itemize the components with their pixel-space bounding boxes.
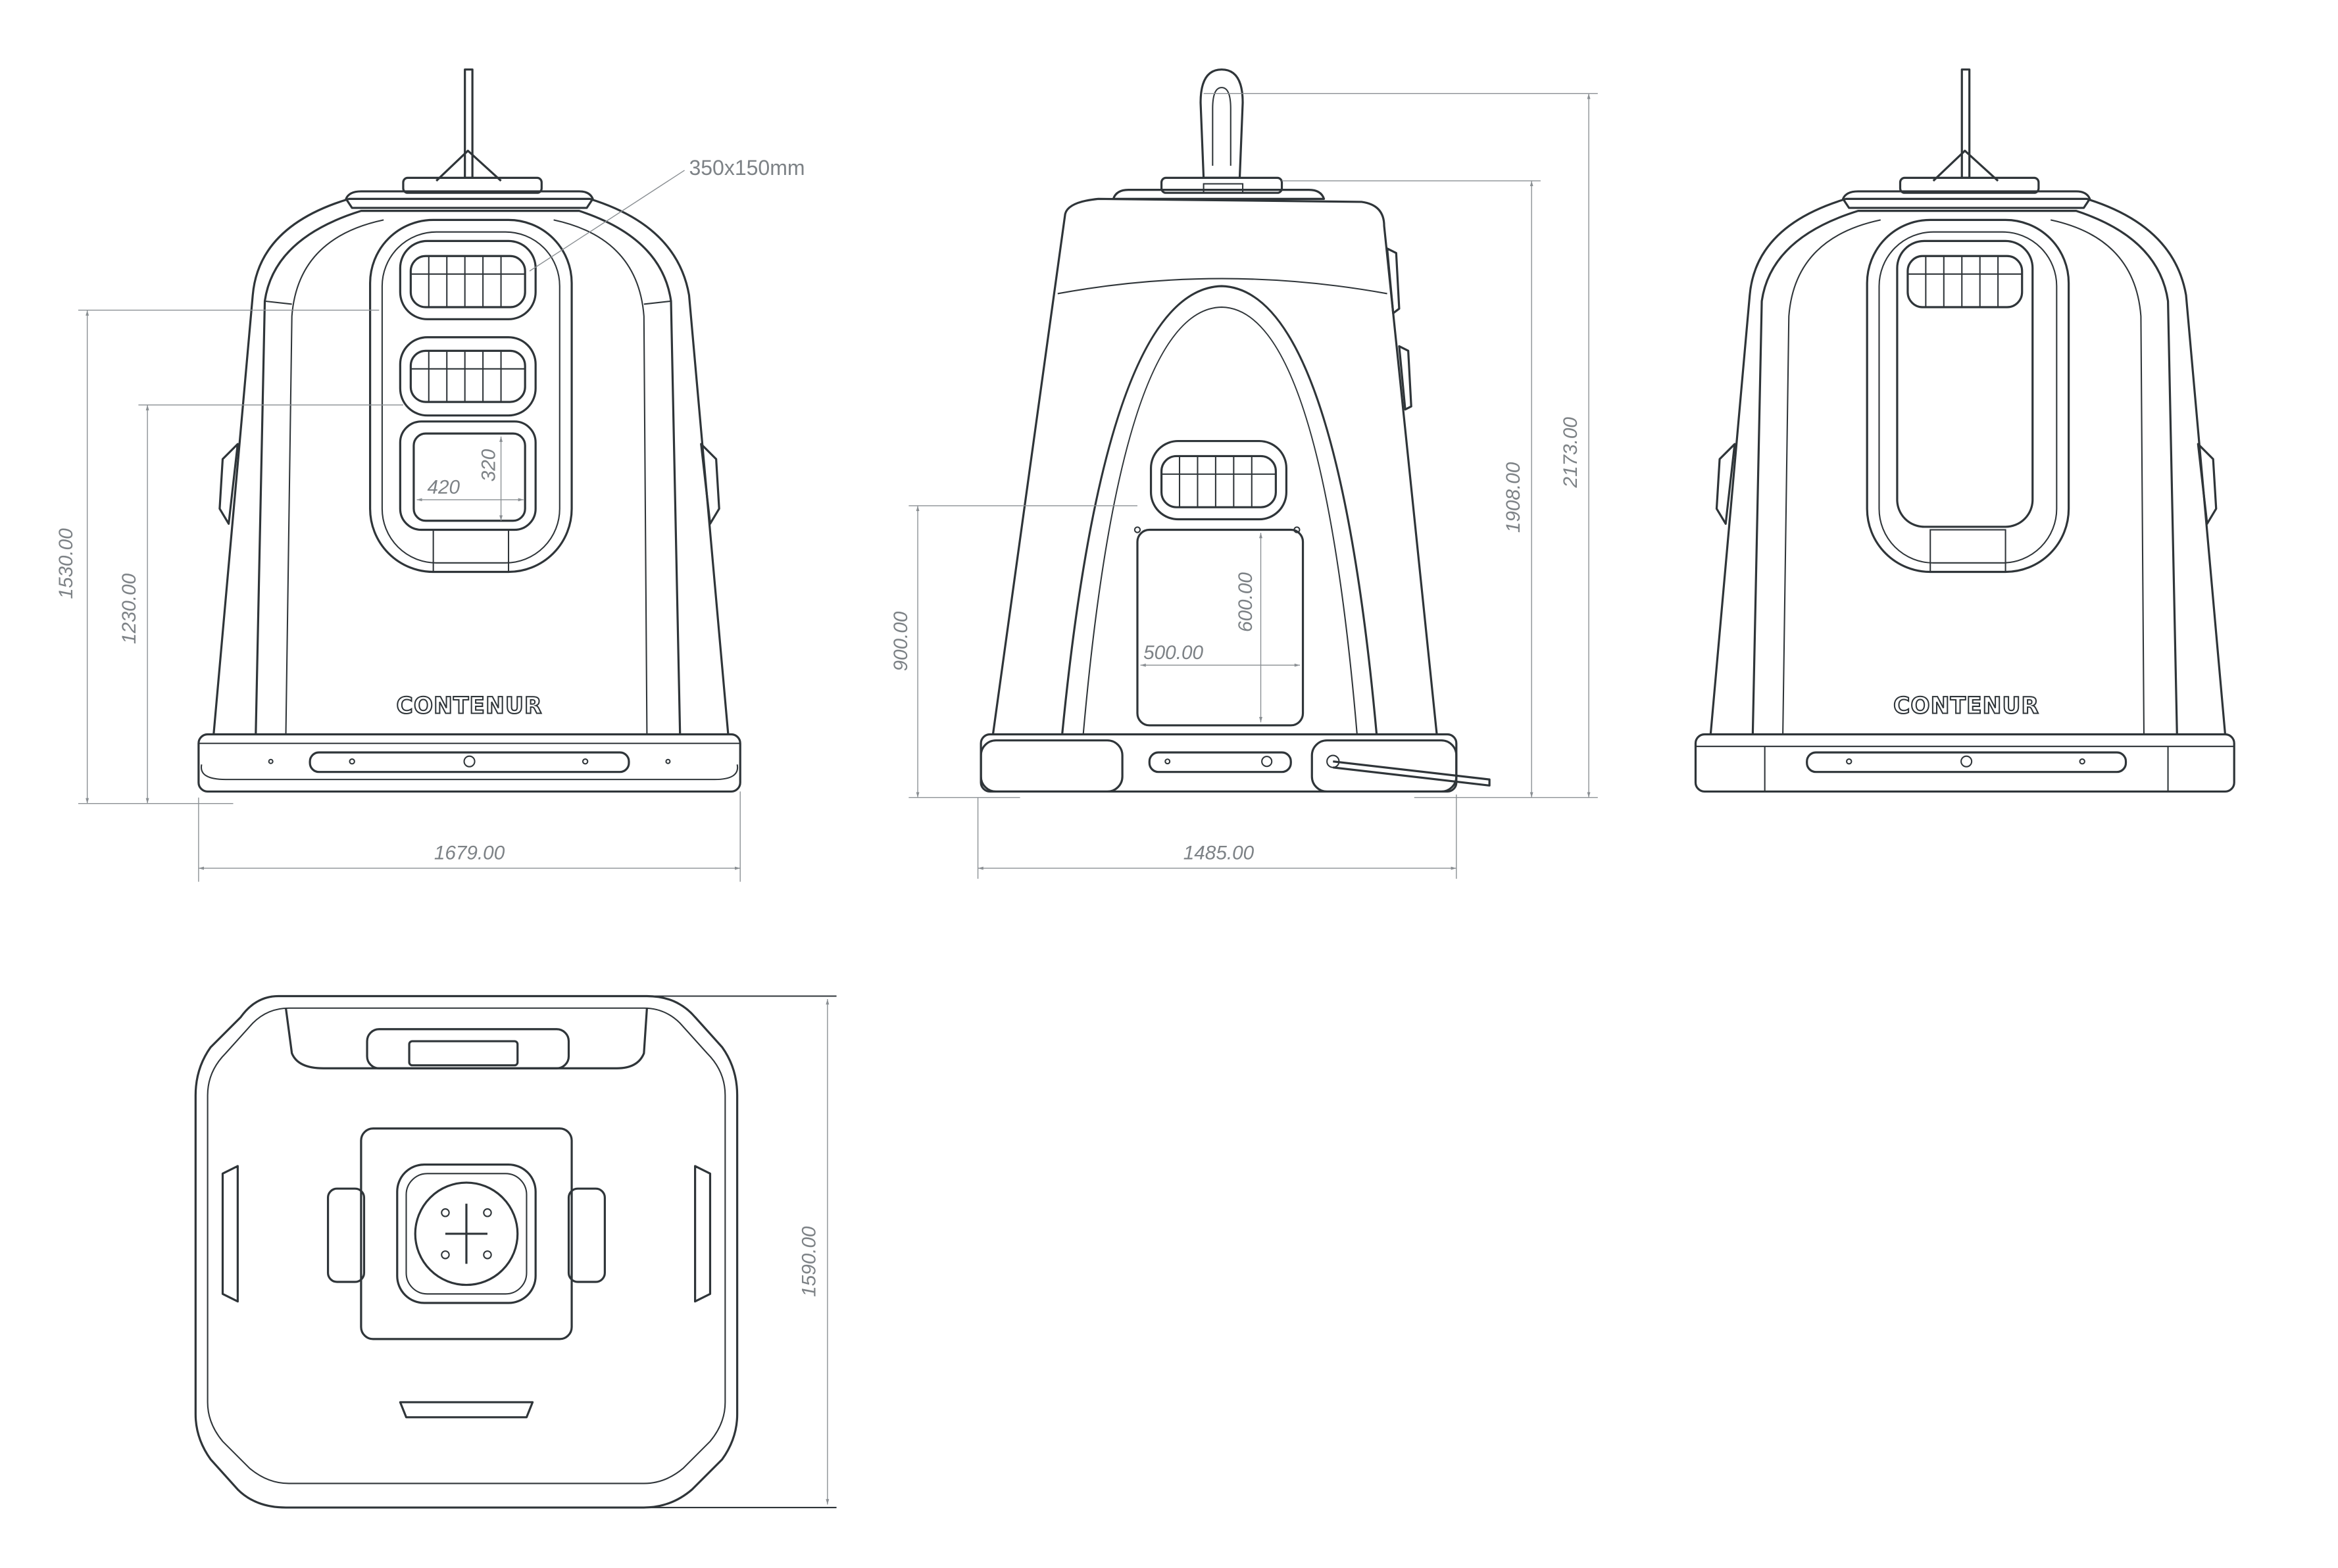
side-view: 900.00 600.00 500.00 1908.00 2173.00 148… xyxy=(890,68,1598,879)
rear-view: CONTENUR xyxy=(1694,68,2235,793)
door-height-600-dim: 600.00 xyxy=(1235,572,1256,632)
height-1230-dim: 1230.00 xyxy=(118,573,140,644)
door-bottom-height-dim: 900.00 xyxy=(890,611,912,671)
width-1679-dim: 1679.00 xyxy=(434,842,505,864)
body-height-1908-dim: 1908.00 xyxy=(1503,462,1524,533)
door-width-500-dim: 500.00 xyxy=(1143,642,1203,664)
total-height-2173-dim: 2173.00 xyxy=(1560,417,1581,489)
depth-1485-dim: 1485.00 xyxy=(1183,842,1255,864)
logo-contenur: CONTENUR xyxy=(397,693,543,720)
front-view: CONTENUR 350x150mm 420 320 1530.00 1230.… xyxy=(55,68,805,882)
opening-size-label: 350x150mm xyxy=(689,156,805,180)
logo-contenur-rear: CONTENUR xyxy=(1893,693,2039,720)
height-1530-dim: 1530.00 xyxy=(55,528,77,599)
depth-1590-dim: 1590.00 xyxy=(799,1226,820,1297)
door-width-dim: 420 xyxy=(428,477,460,499)
top-view: 1590.00 xyxy=(194,994,837,1509)
door-height-dim: 320 xyxy=(478,449,499,481)
